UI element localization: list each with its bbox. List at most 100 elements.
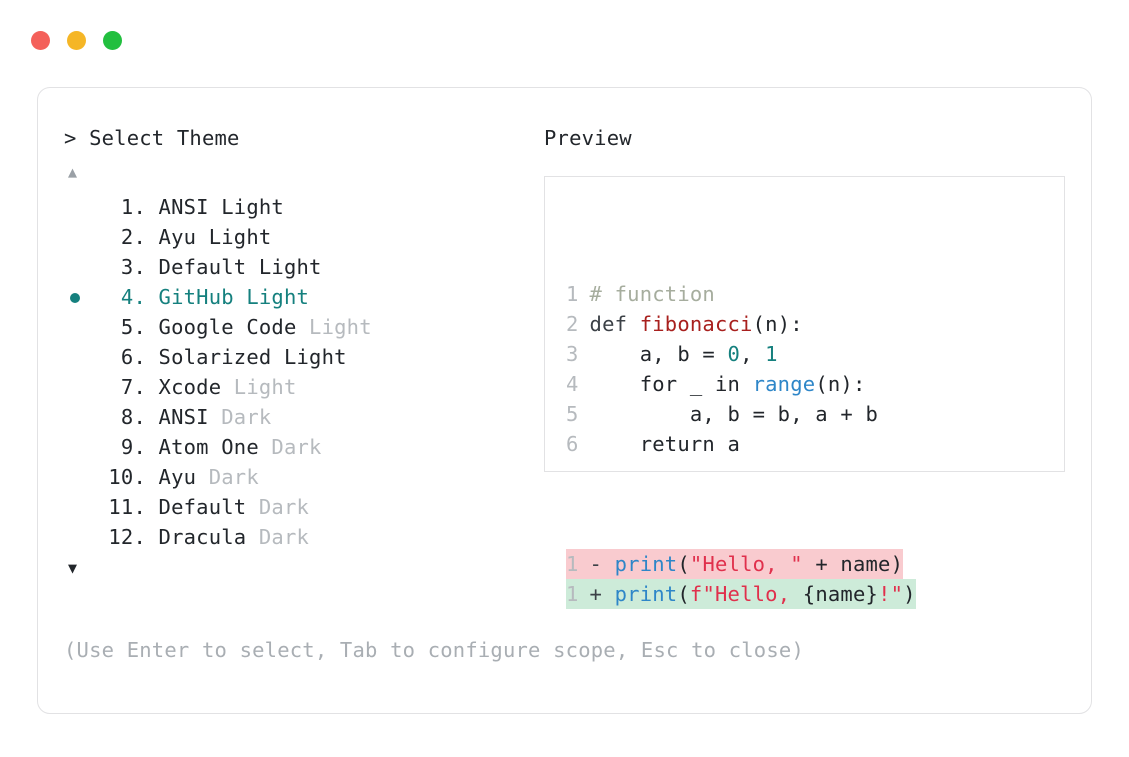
code-token: {name} [802, 582, 879, 606]
code-token: # function [577, 282, 715, 306]
theme-item-number: 1. [120, 194, 146, 219]
code-token: return a [577, 432, 741, 456]
theme-item-name: Default [146, 254, 259, 279]
diff-sign: + [577, 582, 615, 606]
code-token: , [740, 342, 766, 366]
diff-body: 1 - print("Hello, " + name)1 + print(f"H… [566, 549, 916, 609]
scroll-up-icon[interactable]: ▲ [68, 162, 78, 181]
minimize-button[interactable] [67, 31, 86, 50]
code-line: 2 def fibonacci(n): [566, 309, 916, 339]
theme-item-number: 12. [108, 524, 146, 549]
code-token: ) [903, 582, 916, 606]
code-token: for _ in [577, 372, 753, 396]
theme-item-name: Dracula [146, 524, 259, 549]
diff-removed-line: 1 - print("Hello, " + name) [566, 549, 904, 579]
line-number: 1 [566, 552, 579, 576]
code-token: (n): [815, 372, 866, 396]
code-line: 5 a, b = b, a + b [566, 399, 916, 429]
theme-list-item[interactable]: 1. ANSI Light [64, 192, 534, 222]
theme-item-variant: Light [283, 344, 347, 369]
code-token: !" [878, 582, 904, 606]
code-token: (n): [752, 312, 803, 336]
theme-item-number: 11. [108, 494, 146, 519]
code-line: 3 a, b = 0, 1 [566, 339, 916, 369]
theme-item-number: 9. [120, 434, 146, 459]
code-token: + name) [802, 552, 904, 576]
preview-label: Preview [544, 126, 632, 150]
code-token: a, b = [577, 342, 728, 366]
theme-item-variant: Light [233, 374, 297, 399]
theme-item-variant: Light [208, 224, 272, 249]
theme-item-name: Ayu [146, 224, 209, 249]
code-line: 4 for _ in range(n): [566, 369, 916, 399]
theme-item-name: Google Code [146, 314, 310, 339]
code-token: print [614, 582, 678, 606]
theme-list-item[interactable]: 12. Dracula Dark [64, 522, 534, 552]
theme-item-number: 7. [120, 374, 146, 399]
theme-list-item[interactable]: 6. Solarized Light [64, 342, 534, 372]
code-token: fibonacci [639, 312, 753, 336]
close-button[interactable] [31, 31, 50, 50]
code-token: ( [677, 582, 690, 606]
theme-item-variant: Light [246, 284, 310, 309]
selected-bullet-icon [70, 292, 80, 303]
theme-list-item[interactable]: 10. Ayu Dark [64, 462, 534, 492]
code-token: f"Hello, [689, 582, 803, 606]
line-number: 1 [566, 582, 579, 606]
theme-item-number: 6. [120, 344, 146, 369]
theme-list-item[interactable]: 4. GitHub Light [64, 282, 534, 312]
theme-item-variant: Light [221, 194, 284, 219]
theme-item-number: 4. [120, 284, 146, 309]
code-token: 1 [765, 342, 778, 366]
theme-list-item[interactable]: 9. Atom One Dark [64, 432, 534, 462]
code-token: a, b = b, a + b [577, 402, 879, 426]
theme-item-name: Ayu [146, 464, 209, 489]
code-line: 1 # function [566, 279, 916, 309]
code-token: range [752, 372, 816, 396]
code-line: 6 return a [566, 429, 916, 459]
theme-item-variant: Light [309, 314, 372, 339]
theme-item-variant: Dark [258, 494, 310, 519]
code-token: "Hello, " [689, 552, 803, 576]
line-number: 1 [566, 282, 579, 306]
code-token: ( [677, 552, 690, 576]
theme-item-name: GitHub [146, 284, 247, 309]
line-number: 2 [566, 312, 579, 336]
theme-item-variant: Light [258, 254, 322, 279]
scroll-down-icon[interactable]: ▼ [68, 558, 78, 577]
zoom-button[interactable] [103, 31, 122, 50]
theme-list-item[interactable]: 3. Default Light [64, 252, 534, 282]
page-title: > Select Theme [64, 126, 240, 150]
line-number: 3 [566, 342, 579, 366]
theme-list-item[interactable]: 7. Xcode Light [64, 372, 534, 402]
window-controls [31, 31, 122, 50]
theme-item-name: Xcode [146, 374, 234, 399]
theme-item-variant: Dark [271, 434, 322, 459]
theme-list-item[interactable]: 11. Default Dark [64, 492, 534, 522]
theme-item-variant: Dark [258, 524, 310, 549]
theme-item-number: 3. [120, 254, 146, 279]
theme-item-number: 5. [120, 314, 146, 339]
theme-list-item[interactable]: 8. ANSI Dark [64, 402, 534, 432]
line-number: 4 [566, 372, 579, 396]
theme-item-variant: Dark [221, 404, 272, 429]
code-token: 0 [727, 342, 741, 366]
theme-list-item[interactable]: 2. Ayu Light [64, 222, 534, 252]
line-number: 6 [566, 432, 579, 456]
preview-header: Preview [544, 128, 632, 149]
theme-item-name: Solarized [146, 344, 284, 369]
code-token: def [577, 312, 640, 336]
code-token: print [614, 552, 678, 576]
diff-sign: - [577, 552, 615, 576]
theme-item-number: 2. [120, 224, 146, 249]
theme-list-item[interactable]: 5. Google Code Light [64, 312, 534, 342]
theme-item-name: Default [146, 494, 259, 519]
theme-item-number: 8. [120, 404, 146, 429]
theme-item-name: ANSI [146, 404, 222, 429]
